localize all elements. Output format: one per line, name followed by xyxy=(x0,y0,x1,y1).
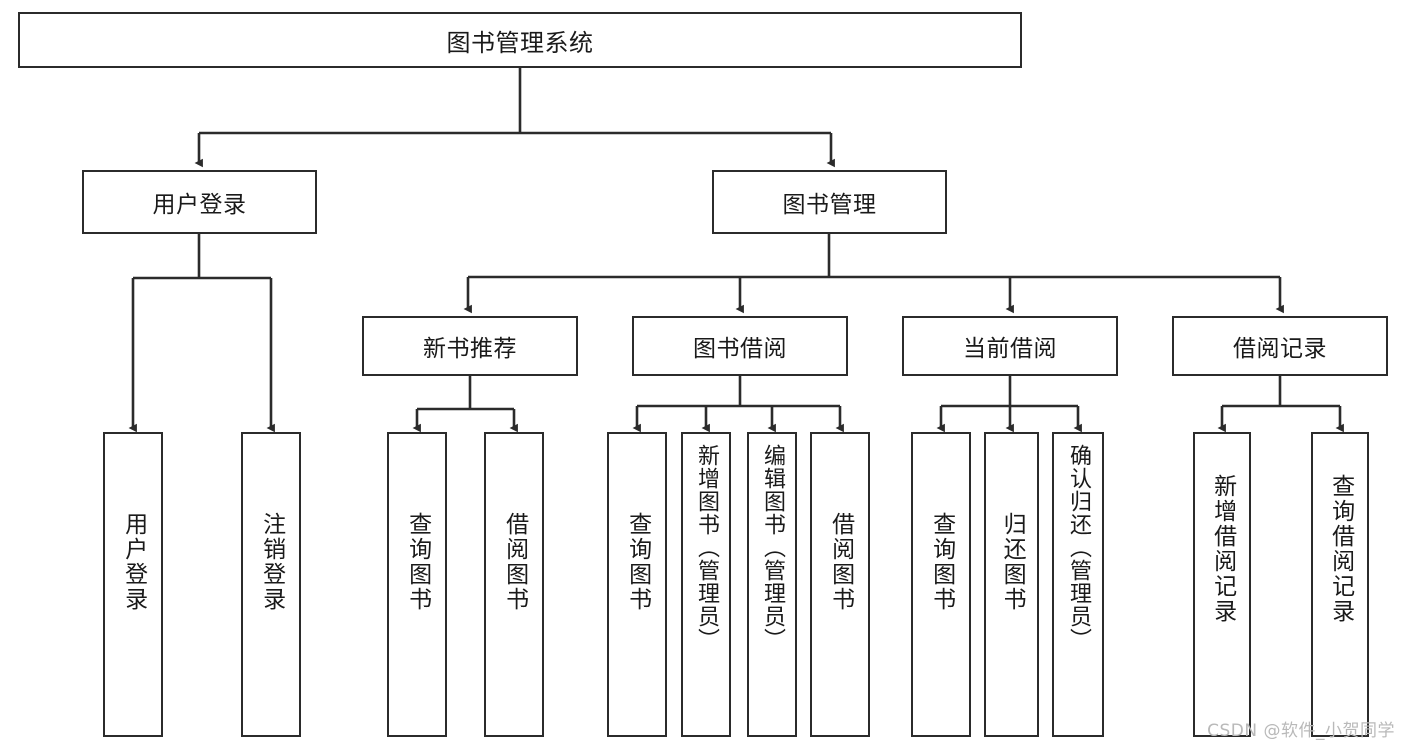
leaf-query-book-2[interactable]: 查询图书 xyxy=(607,432,667,737)
leaf-borrow-book-2[interactable]: 借阅图书 xyxy=(810,432,870,737)
leaf-query-book-1[interactable]: 查询图书 xyxy=(387,432,447,737)
node-label: 借阅图书 xyxy=(827,512,854,612)
node-label: 当前借阅 xyxy=(963,336,1057,362)
node-label: 确认归还（管理员） xyxy=(1065,444,1091,651)
leaf-query-book-3[interactable]: 查询图书 xyxy=(911,432,971,737)
node-label: 借阅记录 xyxy=(1233,336,1327,362)
node-book-manage[interactable]: 图书管理 xyxy=(712,170,947,234)
leaf-add-record[interactable]: 新增借阅记录 xyxy=(1193,432,1251,737)
node-new-book-recommend[interactable]: 新书推荐 xyxy=(362,316,578,376)
node-label: 新增借阅记录 xyxy=(1209,474,1236,624)
leaf-add-book[interactable]: 新增图书（管理员） xyxy=(681,432,731,737)
leaf-return-book[interactable]: 归还图书 xyxy=(984,432,1039,737)
node-label: 查询借阅记录 xyxy=(1327,474,1354,624)
leaf-user-login[interactable]: 用户登录 xyxy=(103,432,163,737)
leaf-confirm-return[interactable]: 确认归还（管理员） xyxy=(1052,432,1104,737)
node-label: 借阅图书 xyxy=(501,512,528,612)
node-book-borrow[interactable]: 图书借阅 xyxy=(632,316,848,376)
node-label: 查询图书 xyxy=(928,512,955,612)
node-user-login[interactable]: 用户登录 xyxy=(82,170,317,234)
leaf-query-record[interactable]: 查询借阅记录 xyxy=(1311,432,1369,737)
node-label: 用户登录 xyxy=(152,192,247,218)
node-label: 新增图书（管理员） xyxy=(693,444,719,651)
node-label: 新书推荐 xyxy=(423,336,517,362)
node-label: 归还图书 xyxy=(999,512,1026,612)
node-label: 编辑图书（管理员） xyxy=(759,444,785,651)
node-borrow-record[interactable]: 借阅记录 xyxy=(1172,316,1388,376)
node-current-borrow[interactable]: 当前借阅 xyxy=(902,316,1118,376)
leaf-logout[interactable]: 注销登录 xyxy=(241,432,301,737)
node-label: 注销登录 xyxy=(258,512,285,612)
leaf-borrow-book-1[interactable]: 借阅图书 xyxy=(484,432,544,737)
node-label: 查询图书 xyxy=(624,512,651,612)
node-label: 图书借阅 xyxy=(693,336,787,362)
node-label: 图书管理系统 xyxy=(446,28,594,57)
node-label: 查询图书 xyxy=(404,512,431,612)
node-label: 用户登录 xyxy=(120,512,147,612)
node-label: 图书管理 xyxy=(782,192,877,218)
leaf-edit-book[interactable]: 编辑图书（管理员） xyxy=(747,432,797,737)
csdn-watermark: CSDN @软件_小贺同学 xyxy=(1207,721,1395,741)
node-root[interactable]: 图书管理系统 xyxy=(18,12,1022,68)
